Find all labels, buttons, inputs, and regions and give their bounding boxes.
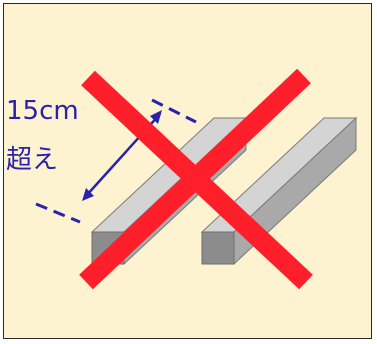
dimension-arrowhead-top — [150, 110, 162, 124]
width-label: 15cm — [6, 96, 79, 126]
prohibited-x-mark — [79, 68, 313, 290]
cross-stroke-b — [79, 68, 311, 290]
right-beam-end-face — [201, 231, 235, 265]
dimension-extension-bottom — [35, 202, 81, 224]
gray-beam-right — [200, 116, 358, 266]
dimension-extension-top — [151, 98, 197, 124]
dimension-arrowhead-bottom — [82, 188, 94, 201]
exceed-label: 超え — [6, 145, 59, 175]
